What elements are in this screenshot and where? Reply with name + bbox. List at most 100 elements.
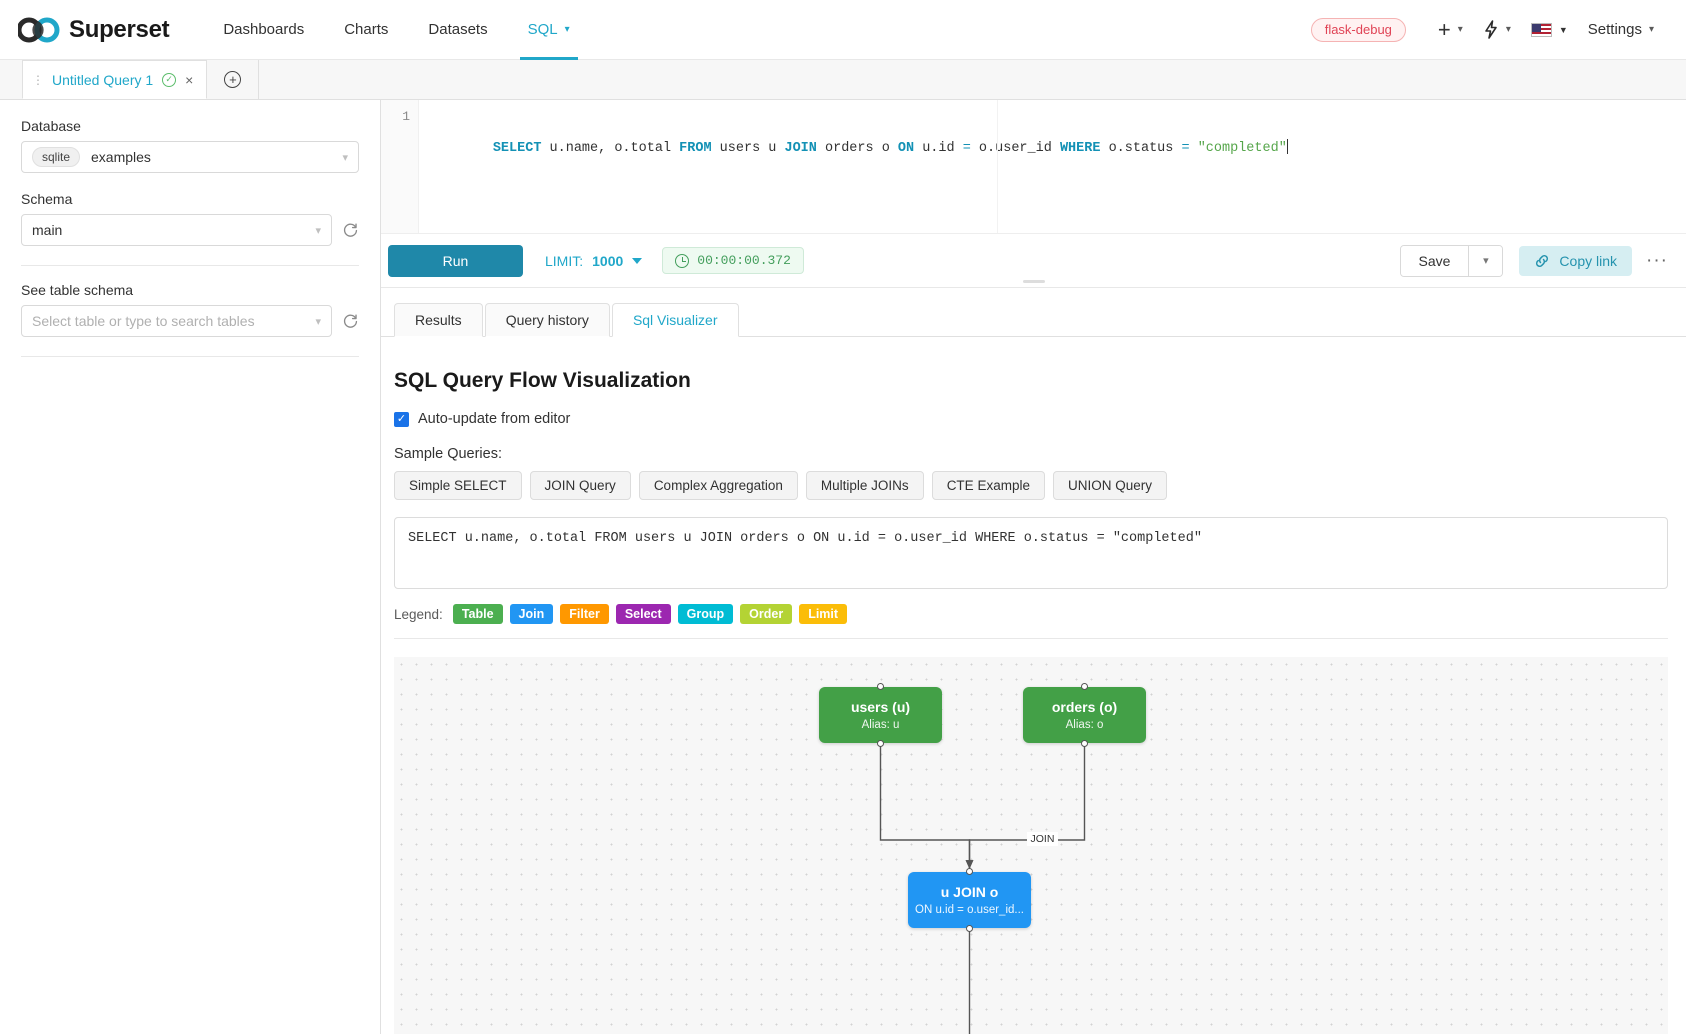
sample-button-complex-aggregation[interactable]: Complex Aggregation (638, 471, 798, 500)
save-dropdown-button[interactable]: ▾ (1468, 245, 1503, 276)
chevron-down-icon (632, 257, 643, 264)
node-title: u JOIN o (940, 883, 999, 900)
top-navbar: Superset Dashboards Charts Datasets SQL … (0, 0, 1686, 60)
legend-tag-table: Table (452, 604, 503, 624)
brand-text: Superset (69, 15, 170, 43)
node-title: users (u) (850, 698, 911, 715)
toolbar-right: Save ▾ Copy link ··· (1399, 244, 1669, 277)
copy-link-label: Copy link (1559, 252, 1618, 269)
nav-link-dashboards[interactable]: Dashboards (203, 0, 324, 60)
tab-query-history[interactable]: Query history (484, 303, 610, 337)
database-label: Database (21, 118, 81, 134)
text-caret (1286, 139, 1288, 154)
sample-button-join-query[interactable]: JOIN Query (529, 471, 631, 500)
database-engine-pill: sqlite (32, 147, 81, 167)
chevron-down-icon: ▾ (315, 224, 321, 237)
tab-sql-visualizer[interactable]: Sql Visualizer (611, 303, 739, 337)
graph-node-users[interactable]: users (u) Alias: u (819, 683, 942, 747)
refresh-tables-icon[interactable] (342, 313, 359, 330)
chevron-down-icon: ▾ (1505, 24, 1511, 35)
alerts-menu-button[interactable]: ▾ (1473, 20, 1521, 39)
graph-node-join[interactable]: u JOIN o ON u.id = o.user_id... (908, 868, 1031, 932)
link-icon (1536, 254, 1549, 267)
nav-label: Charts (344, 21, 389, 38)
node-port-bottom (966, 925, 973, 932)
more-options-button[interactable]: ··· (1646, 249, 1668, 271)
schema-select[interactable]: main ▾ (21, 214, 332, 246)
tab-label: Sql Visualizer (632, 312, 718, 328)
auto-update-checkbox[interactable]: ✓ (394, 411, 409, 427)
limit-dropdown[interactable]: LIMIT: 1000 (545, 252, 643, 269)
sample-button-cte-example[interactable]: CTE Example (931, 471, 1045, 500)
legend-tag-select: Select (615, 604, 671, 624)
line-number: 1 (402, 109, 410, 124)
node-port-bottom (877, 740, 884, 747)
query-timer-badge: 00:00:00.372 (662, 247, 804, 274)
sql-input-textarea[interactable] (394, 517, 1668, 589)
graph-node-orders[interactable]: orders (o) Alias: o (1023, 683, 1146, 747)
close-icon[interactable]: × (185, 71, 194, 88)
table-select[interactable]: Select table or type to search tables ▾ (21, 305, 332, 337)
tab-label: Query history (505, 312, 589, 328)
sql-editor[interactable]: 1 SELECT u.name, o.total FROM users u JO… (381, 100, 1686, 234)
flask-debug-badge[interactable]: flask-debug (1310, 17, 1406, 42)
sql-code-text: SELECT u.name, o.total FROM users u JOIN… (492, 141, 1287, 156)
legend-tag-group: Group (677, 604, 734, 624)
auto-update-row: ✓ Auto-update from editor (394, 411, 1668, 427)
graph-canvas[interactable]: users (u) Alias: u orders (o) Alias: o u… (394, 657, 1668, 1034)
schema-label: Schema (21, 191, 73, 207)
tab-label: Results (415, 312, 462, 328)
chevron-down-icon: ▾ (1483, 255, 1489, 267)
divider-bottom (21, 356, 359, 357)
nav-label: Dashboards (223, 21, 305, 38)
node-subtitle: ON u.id = o.user_id... (915, 904, 1024, 917)
auto-update-label: Auto-update from editor (418, 411, 571, 427)
add-query-tab-button[interactable]: + (207, 60, 260, 99)
node-port-top (877, 683, 884, 690)
database-select[interactable]: sqlite examples ▾ (21, 141, 359, 173)
editor-code[interactable]: SELECT u.name, o.total FROM users u JOIN… (419, 100, 1686, 233)
editor-toolbar: Run LIMIT: 1000 00:00:00.372 Save ▾ (381, 234, 1686, 288)
new-menu-button[interactable]: + ▾ (1428, 18, 1473, 41)
editor-print-margin (997, 100, 998, 233)
nav-link-charts[interactable]: Charts (324, 0, 408, 60)
nav-link-sql[interactable]: SQL ▾ (508, 0, 590, 60)
limit-value: 1000 (592, 252, 624, 269)
query-tab-untitled-query-1[interactable]: ⋮ Untitled Query 1 ✓ × (22, 60, 208, 99)
divider (21, 265, 359, 266)
save-button[interactable]: Save (1400, 245, 1469, 276)
nav-label: Datasets (428, 21, 488, 38)
timer-value: 00:00:00.372 (697, 253, 791, 268)
node-subtitle: Alias: u (861, 719, 900, 732)
refresh-schema-icon[interactable] (342, 222, 359, 239)
run-button[interactable]: Run (388, 244, 523, 277)
table-schema-row: Select table or type to search tables ▾ (21, 305, 359, 337)
superset-logo[interactable]: Superset (18, 15, 170, 44)
node-subtitle: Alias: o (1065, 719, 1104, 732)
chevron-down-icon: ▾ (1457, 24, 1463, 35)
chevron-down-icon: ▾ (342, 151, 348, 164)
superset-logo-icon (18, 17, 60, 42)
language-menu-button[interactable]: ▼ (1521, 22, 1578, 37)
us-flag-icon (1530, 22, 1552, 37)
tab-results[interactable]: Results (394, 303, 483, 337)
nav-link-datasets[interactable]: Datasets (408, 0, 507, 60)
left-panel: Database sqlite examples ▾ Schema main ▾… (0, 100, 381, 1034)
graph-edge-label-join: JOIN (1026, 832, 1059, 846)
nav-label: SQL (527, 21, 558, 38)
sample-button-multiple-joins[interactable]: Multiple JOINs (805, 471, 924, 500)
schema-row: main ▾ (21, 214, 359, 246)
copy-link-button[interactable]: Copy link (1519, 245, 1633, 276)
table-placeholder: Select table or type to search tables (32, 313, 255, 329)
sample-button-simple-select[interactable]: Simple SELECT (394, 471, 522, 500)
settings-label: Settings (1587, 21, 1642, 38)
drag-handle-icon[interactable]: ⋮ (32, 72, 44, 87)
settings-menu-button[interactable]: Settings ▾ (1578, 21, 1664, 38)
clock-icon (675, 253, 690, 268)
sample-queries-label: Sample Queries: (394, 446, 502, 462)
result-tabs: Results Query history Sql Visualizer (381, 288, 1686, 337)
navbar-right: flask-debug + ▾ ▾ ▼ Settings ▾ (1310, 17, 1664, 42)
sample-button-union-query[interactable]: UNION Query (1052, 471, 1167, 500)
node-port-top (966, 868, 973, 875)
right-panel: 1 SELECT u.name, o.total FROM users u JO… (381, 100, 1686, 1034)
